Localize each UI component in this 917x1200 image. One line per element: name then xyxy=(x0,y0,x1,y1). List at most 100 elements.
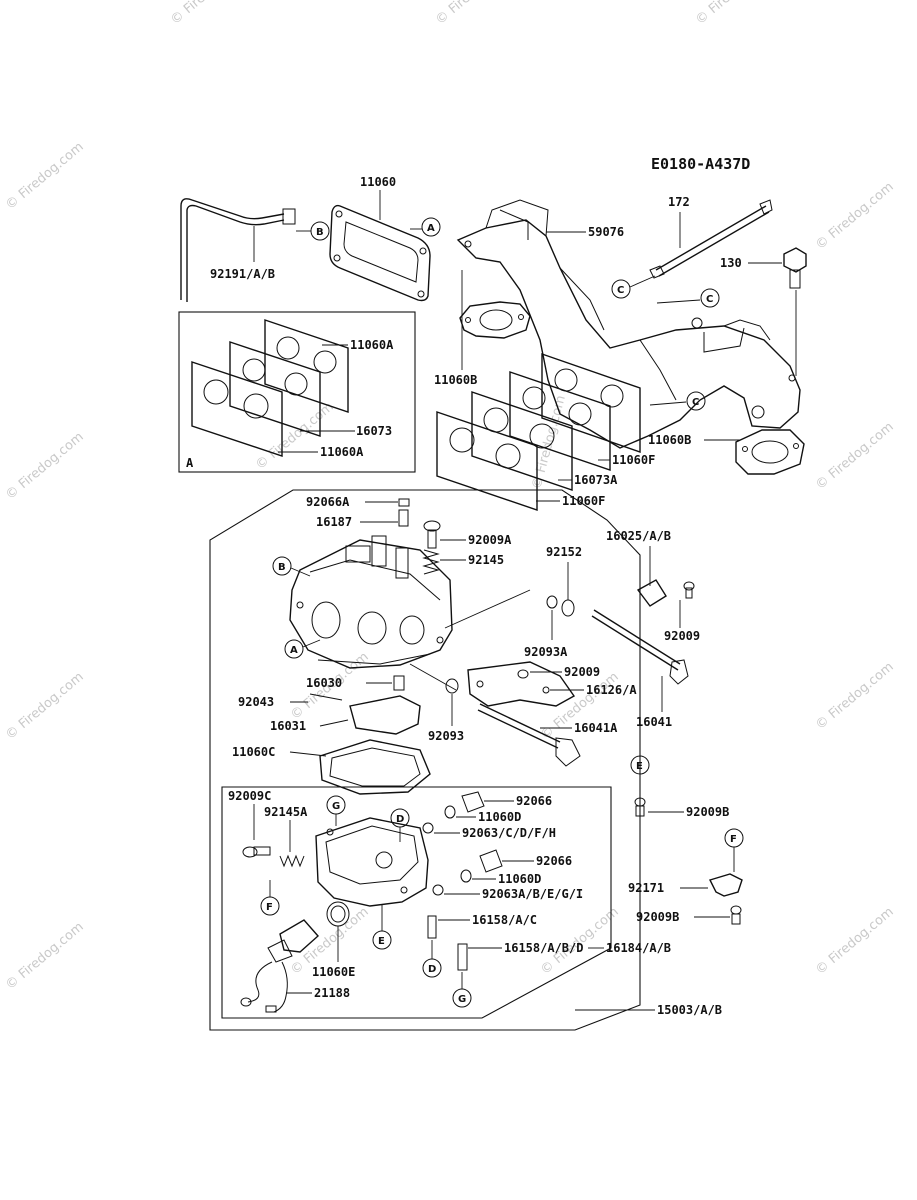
screw-drawing xyxy=(683,581,695,591)
part-label: 59076 xyxy=(588,225,624,239)
watermark: © Firedog.com xyxy=(3,429,87,503)
watermark: © Firedog.com xyxy=(3,919,87,993)
drain-bolt-drawing xyxy=(432,849,503,896)
callout-a-label: A xyxy=(427,223,435,234)
part-label: 92009 xyxy=(564,665,600,679)
callout-b xyxy=(310,221,330,241)
washer-drawing xyxy=(546,595,558,609)
watermark: © Firedog.com xyxy=(813,419,897,493)
part-label: 21188 xyxy=(314,986,350,1000)
part-label: 11060F xyxy=(562,494,605,508)
callout-g-label: G xyxy=(332,801,340,812)
carburetor-body-drawing xyxy=(289,535,453,669)
part-label: 16187 xyxy=(316,515,352,529)
carburetor-assembly-outline xyxy=(209,489,641,1031)
part-label: 16158/A/C xyxy=(472,913,537,927)
part-label: 172 xyxy=(668,195,690,209)
callout-f-label: F xyxy=(730,834,737,845)
bolt-drawing xyxy=(783,247,807,289)
plug-drawing xyxy=(398,498,410,507)
gasket-drawing xyxy=(459,301,531,339)
gasket-drawing xyxy=(735,429,805,475)
part-label: 130 xyxy=(720,256,742,270)
part-label: 16025/A/B xyxy=(606,529,671,543)
intake-manifold-drawing xyxy=(456,199,801,449)
part-label: 92145 xyxy=(468,553,504,567)
watermark: © Firedog.com xyxy=(253,399,337,473)
callout-a xyxy=(421,217,441,237)
watermark: © Firedog.com xyxy=(168,0,252,28)
part-label: 11060 xyxy=(360,175,396,189)
watermark: © Firedog.com xyxy=(693,0,777,28)
spring-drawing xyxy=(422,549,440,575)
part-label: 11060F xyxy=(612,453,655,467)
washer-drawing xyxy=(445,678,459,694)
part-label: 92191/A/B xyxy=(210,267,275,281)
jet-drawing xyxy=(398,509,409,527)
watermark: © Firedog.com xyxy=(3,669,87,743)
screw-drawing xyxy=(685,587,693,599)
callout-b-label: B xyxy=(278,562,286,573)
callout-a-label: A xyxy=(290,645,298,656)
choke-shaft-drawing xyxy=(477,703,581,767)
watermark: © Firedog.com xyxy=(813,659,897,733)
jet-drawing xyxy=(427,915,437,939)
part-label: 92093A xyxy=(524,645,568,659)
part-label: 11060C xyxy=(232,745,275,759)
callout-c-label: C xyxy=(617,285,624,296)
float-bowl-assembly-outline xyxy=(221,786,612,1019)
link-plate-drawing xyxy=(467,661,576,707)
part-label: 92152 xyxy=(546,545,582,559)
screw-drawing xyxy=(730,905,742,925)
seal-drawing xyxy=(561,599,575,617)
callout-d-label: D xyxy=(428,964,436,975)
part-label: 92009A xyxy=(468,533,512,547)
watermark: © Firedog.com xyxy=(813,179,897,253)
part-label: 11060E xyxy=(312,965,355,979)
part-label: 16158/A/B/D xyxy=(504,941,583,955)
part-label: 11060A xyxy=(320,445,364,459)
watermark: © Firedog.com xyxy=(813,904,897,978)
screw-drawing xyxy=(634,797,646,817)
part-label: 92145A xyxy=(264,805,308,819)
part-label: 92009 xyxy=(664,629,700,643)
screw-drawing xyxy=(242,846,271,858)
part-label: 92009C xyxy=(228,789,271,803)
screw-drawing xyxy=(517,669,529,679)
callout-c xyxy=(700,288,720,308)
watermark: © Firedog.com xyxy=(529,394,569,491)
part-label: 92066 xyxy=(516,794,552,808)
callout-e-label: E xyxy=(636,761,643,772)
hose-drawing xyxy=(180,198,296,302)
callout-d-label: D xyxy=(396,814,404,825)
bracket-drawing xyxy=(709,873,743,897)
spring-drawing xyxy=(279,854,305,868)
watermark: © Firedog.com xyxy=(433,0,517,28)
float-drawing xyxy=(349,695,421,735)
part-label: 92066 xyxy=(536,854,572,868)
inset-box-a xyxy=(178,311,416,473)
part-label: 92171 xyxy=(628,881,664,895)
part-label: 11060B xyxy=(648,433,691,447)
callout-b xyxy=(272,556,292,576)
seal-drawing xyxy=(326,901,350,927)
jet-drawing xyxy=(457,943,468,971)
callout-a xyxy=(284,639,304,659)
needle-valve-drawing xyxy=(393,675,405,691)
inset-label: A xyxy=(186,456,194,470)
part-label: 16184/A/B xyxy=(606,941,671,955)
gasket-drawing xyxy=(329,204,431,302)
part-label: 92063A/B/E/G/I xyxy=(482,887,583,901)
pin-drawing xyxy=(309,693,343,701)
callout-e-label: E xyxy=(378,936,385,947)
screw-drawing xyxy=(423,520,441,549)
callout-b-label: B xyxy=(316,227,324,238)
callout-g-label: G xyxy=(458,994,466,1005)
gasket-drawing xyxy=(319,739,431,795)
part-label: 92093 xyxy=(428,729,464,743)
part-label: 16030 xyxy=(306,676,342,690)
part-label: 92009B xyxy=(686,805,729,819)
diagram-code: E0180-A437D xyxy=(651,155,750,173)
watermarks: © Firedog.com © Firedog.com © Firedog.co… xyxy=(3,0,897,993)
